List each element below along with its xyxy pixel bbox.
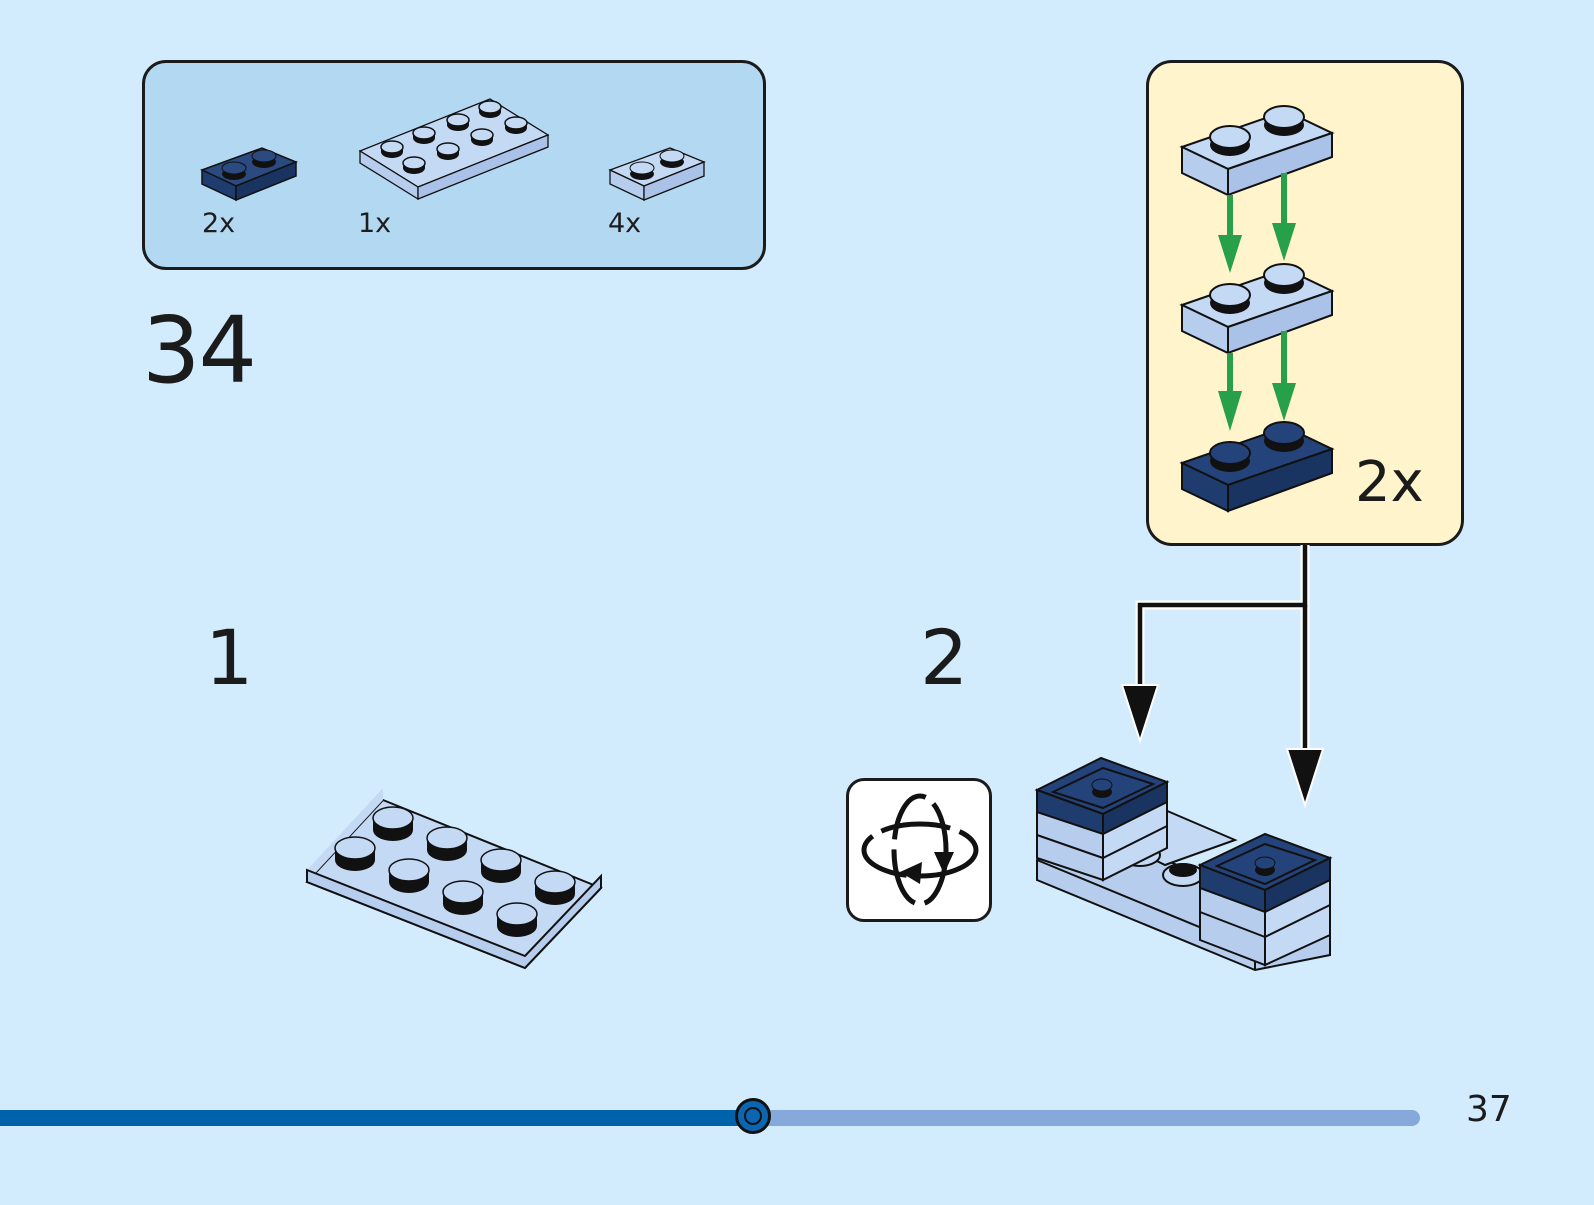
part-plate-1x2-dark-blue — [200, 147, 298, 202]
stud-top — [446, 113, 470, 127]
part-plate-1x2-light-blue — [608, 147, 706, 202]
callout-arrows — [1120, 545, 1325, 809]
stud-top — [478, 100, 502, 114]
stud-top — [496, 902, 538, 926]
substep-1-plate-2x4 — [305, 788, 603, 970]
part-quantity: 1x — [358, 208, 392, 239]
substep-label: 1 — [205, 613, 254, 702]
plate-1x2-light-blue — [1179, 105, 1335, 197]
stud-top — [442, 880, 484, 904]
progress-handle[interactable] — [734, 1098, 771, 1134]
stud-top — [380, 140, 404, 154]
sub-assembly-diagram — [1179, 105, 1335, 513]
substep-2-assembly — [1034, 756, 1333, 972]
rotate-model-icon — [846, 778, 992, 922]
part-plate-2x4-light-blue — [358, 98, 550, 201]
stud-top — [412, 126, 436, 140]
stud-top — [534, 870, 576, 894]
stud-top — [504, 116, 528, 130]
stud-top — [372, 806, 414, 830]
stud-top — [334, 836, 376, 860]
arrow-head — [1120, 684, 1160, 745]
arrow-head — [1285, 748, 1325, 809]
sub-assembly-quantity: 2x — [1355, 450, 1424, 515]
green-arrow — [1218, 331, 1296, 431]
rotate-arrows-icon — [861, 793, 979, 907]
plate-1x2-light-blue — [1179, 263, 1335, 355]
part-quantity: 2x — [202, 208, 236, 239]
plate-1x2-dark-blue — [1179, 421, 1335, 513]
stud-top — [402, 156, 426, 170]
stud-top — [436, 142, 460, 156]
progress-fill — [0, 1110, 753, 1126]
substep-label: 2 — [920, 613, 969, 702]
stud-top — [388, 858, 430, 882]
stud-top — [470, 128, 494, 142]
green-arrow — [1218, 173, 1296, 273]
part-quantity: 4x — [608, 208, 642, 239]
stud-top — [480, 848, 522, 872]
page-number: 37 — [1466, 1089, 1512, 1130]
stud-top — [426, 826, 468, 850]
step-number: 34 — [142, 297, 257, 404]
